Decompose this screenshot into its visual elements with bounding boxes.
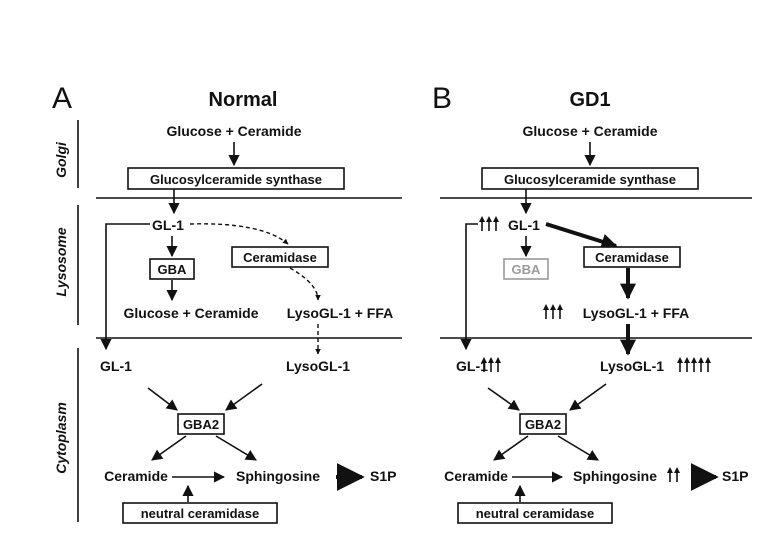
up-arrow-icon [488, 357, 494, 372]
glucose-ceramide-product-a: Glucose + Ceramide [123, 305, 258, 321]
gba2-box-b [519, 413, 567, 435]
arrow-gba2-to-ceramide-a [151, 435, 187, 461]
lysogl1-cyto-label-a: LysoGL-1 [286, 358, 350, 374]
neutral-ceramidase-label-b: neutral ceramidase [476, 506, 595, 521]
neutral-ceramidase-box-b [457, 502, 613, 524]
gcs-box-b [481, 167, 699, 190]
gcs-box-a [127, 167, 345, 190]
gba-label-a: GBA [158, 262, 188, 277]
up-arrow-icon [698, 357, 704, 372]
gba-box-b-inactive [503, 258, 549, 280]
arrow-gba2-to-sphingosine-b [557, 435, 599, 461]
up-arrow-icon [486, 216, 492, 231]
gba2-label-b: GBA2 [525, 417, 561, 432]
gl1-label-a: GL-1 [152, 217, 184, 233]
panel-gd1: B GD1 Glucose + Ceramide Glucosylceramid… [432, 82, 752, 524]
neutral-ceramidase-box-a [122, 502, 278, 524]
up-arrow-icon [674, 467, 680, 482]
gl1-cyto-label-b: GL-1 [456, 358, 488, 374]
gba2-box-a [177, 413, 225, 435]
panel-title-gd1: GD1 [569, 89, 610, 111]
gba2-label-a: GBA2 [183, 417, 219, 432]
arrow-gl1-to-cytoplasm-b [460, 223, 478, 351]
gl1-cyto-label-a: GL-1 [100, 358, 132, 374]
arrow-gba2-to-sphingosine-a [215, 435, 257, 461]
lysogl1-ffa-label-b: LysoGL-1 + FFA [583, 305, 689, 321]
s1p-label-b: S1P [722, 468, 748, 484]
neutral-ceramidase-label-a: neutral ceramidase [141, 506, 260, 521]
ceramidase-label-b: Ceramidase [595, 250, 669, 265]
up-arrow-icon [479, 216, 485, 231]
dashed-arrow-to-ceramidase-a [189, 223, 289, 245]
sphingosine-label-b: Sphingosine [573, 468, 657, 484]
elevated-indicator-gl1-cytoplasm [481, 357, 501, 372]
up-arrow-icon [684, 357, 690, 372]
gcs-label-a: Glucosylceramide synthase [150, 172, 322, 187]
up-arrow-icon [691, 357, 697, 372]
arrow-lysogl1-to-gba2-b [569, 383, 607, 411]
panel-normal: A Normal Glucose + Ceramide Glucosylcera… [52, 82, 402, 524]
gba-box-a [149, 258, 195, 280]
up-arrow-icon [667, 467, 673, 482]
golgi-label: Golgi [53, 141, 69, 178]
up-arrow-icon [677, 357, 683, 372]
panel-title-normal: Normal [209, 89, 278, 111]
dashed-arrow-to-lysogl1-a [289, 267, 321, 301]
s1p-label-a: S1P [370, 468, 396, 484]
lysosome-label: Lysosome [53, 227, 69, 296]
compartment-labels: Golgi Lysosome Cytoplasm [53, 120, 79, 522]
elevated-indicator-gl1-lysosome [479, 216, 499, 231]
elevated-indicator-lysogl1-cytoplasm [677, 357, 711, 372]
glucose-ceramide-label-b: Glucose + Ceramide [522, 123, 657, 139]
gcs-label-b: Glucosylceramide synthase [504, 172, 676, 187]
ceramidase-label-a: Ceramidase [243, 250, 317, 265]
sphingosine-label-a: Sphingosine [236, 468, 320, 484]
cytoplasm-label: Cytoplasm [53, 402, 69, 474]
lysogl1-cyto-label-b: LysoGL-1 [600, 358, 664, 374]
up-arrow-icon [495, 357, 501, 372]
lysogl1-ffa-label-a: LysoGL-1 + FFA [287, 305, 393, 321]
elevated-indicator-sphingosine [667, 467, 680, 482]
glucose-ceramide-label-a: Glucose + Ceramide [166, 123, 301, 139]
arrow-lysogl1-to-gba2-a [225, 383, 263, 411]
arrow-gba2-to-ceramide-b [493, 435, 529, 461]
up-arrow-icon [550, 304, 556, 319]
up-arrow-icon [481, 357, 487, 372]
up-arrow-icon [493, 216, 499, 231]
thick-arrow-to-ceramidase-b [545, 222, 618, 250]
ceramidase-box-a [231, 246, 329, 268]
ceramidase-box-b [583, 246, 681, 268]
panel-letter-a: A [52, 82, 72, 115]
up-arrow-icon [543, 304, 549, 319]
panel-letter-b: B [432, 82, 452, 115]
ceramide-label-a: Ceramide [104, 468, 168, 484]
up-arrow-icon [705, 357, 711, 372]
up-arrow-icon [557, 304, 563, 319]
arrow-gl1-to-gba2-a [147, 387, 178, 411]
ceramide-label-b: Ceramide [444, 468, 508, 484]
elevated-indicator-lysogl1-ffa [543, 304, 563, 319]
gba-label-b: GBA [512, 262, 542, 277]
arrow-gl1-to-gba2-b [487, 387, 520, 411]
gl1-label-b: GL-1 [508, 217, 540, 233]
arrow-gl1-to-cytoplasm-a [100, 223, 150, 351]
